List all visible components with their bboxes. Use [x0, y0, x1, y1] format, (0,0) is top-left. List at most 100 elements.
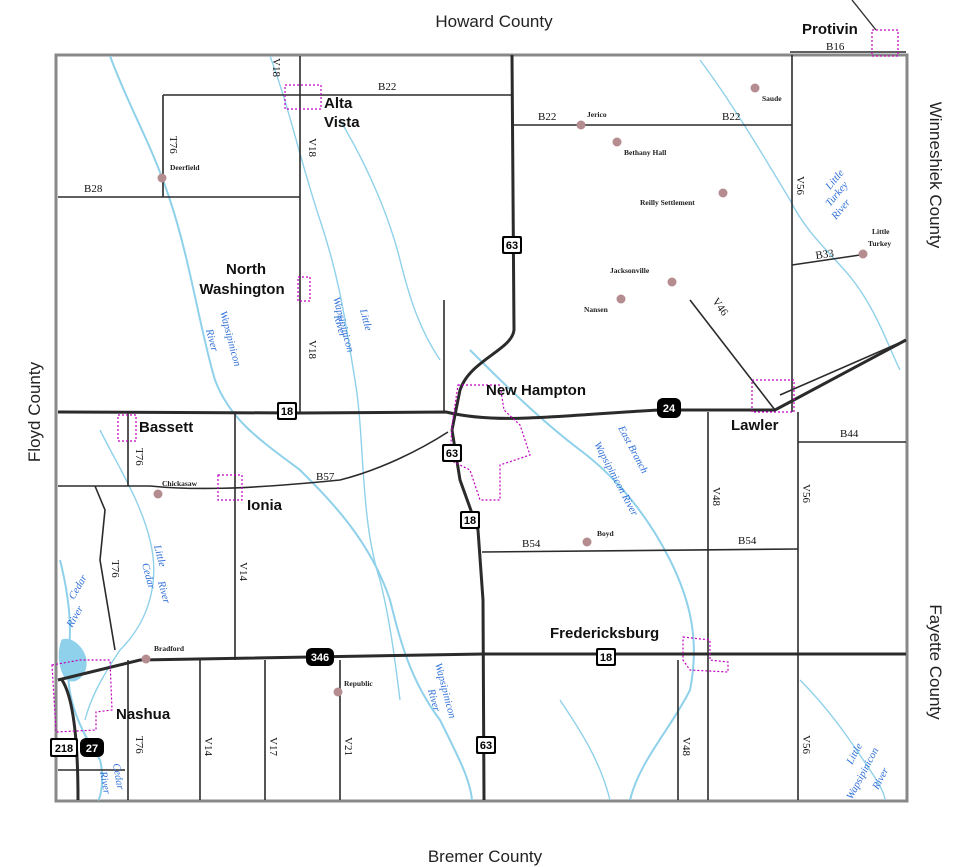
svg-text:18: 18 — [600, 652, 612, 664]
road-label-v14-a: V14 — [237, 562, 249, 581]
shield-us18-mid: 18 — [460, 511, 480, 529]
road-t76-south — [94, 485, 116, 651]
place-deerfield: Deerfield — [170, 163, 200, 172]
svg-text:63: 63 — [480, 740, 492, 752]
shield-us18-north: 18 — [277, 402, 297, 420]
river-label-cedar1-a: Cedar — [67, 572, 90, 601]
label-howard-county: Howard County — [435, 12, 553, 31]
road-label-v56-b: V56 — [800, 484, 812, 503]
river-little-wapsi-south — [799, 679, 886, 801]
town-washington: Washington — [199, 281, 284, 298]
river-label-wapsi-1: Wapsipinicon — [217, 310, 242, 368]
road-label-v21: V21 — [342, 737, 354, 756]
road-label-b57: B57 — [316, 471, 335, 483]
river-label-cedar2-a: Cedar — [110, 763, 126, 792]
svg-text:18: 18 — [464, 515, 476, 527]
town-bassett: Bassett — [139, 419, 193, 436]
place-republic: Republic — [344, 679, 373, 688]
protivin-leader-line — [851, 0, 877, 31]
road-label-v48-b: V48 — [680, 737, 692, 756]
town-alta: Alta — [324, 95, 353, 112]
hwy-us18-east-west — [57, 338, 907, 420]
dot-boyd — [582, 537, 592, 547]
road-b33 — [791, 254, 861, 266]
dot-bradford — [141, 654, 151, 664]
river-little-wapsi-branch — [339, 119, 441, 361]
road-label-v56-a: V56 — [794, 176, 806, 195]
place-nansen: Nansen — [584, 305, 609, 314]
place-turkey: Turkey — [868, 239, 891, 248]
road-label-v46: V46 — [710, 296, 731, 319]
place-boyd: Boyd — [597, 529, 615, 538]
road-label-t76-d: T76 — [133, 736, 145, 754]
shield-ia24: 24 — [657, 398, 681, 418]
town-new-hampton: New Hampton — [486, 382, 586, 399]
road-east-diag — [779, 339, 907, 396]
road-label-v18-c: V18 — [306, 340, 318, 359]
shield-ia27: 27 — [80, 738, 104, 757]
place-jerico: Jerico — [587, 110, 607, 119]
city-lawler — [751, 379, 795, 413]
town-north: North — [226, 261, 266, 278]
road-label-v17: V17 — [267, 737, 279, 756]
river-wapsipinicon — [109, 55, 473, 801]
city-bassett — [117, 414, 137, 442]
river-little-turkey — [699, 59, 901, 371]
town-ionia: Ionia — [247, 497, 283, 514]
road-label-t76-b: T76 — [133, 448, 145, 466]
place-saude: Saude — [762, 94, 782, 103]
city-nashua — [51, 659, 113, 733]
hwy-us63-north — [450, 54, 516, 431]
city-ionia — [217, 474, 243, 501]
river-little-cedar — [84, 429, 155, 721]
shield-us63-mid: 63 — [442, 444, 462, 462]
dot-saude — [750, 83, 760, 93]
label-winneshiek-county: Winneshiek County — [926, 102, 945, 249]
road-label-v18-a: V18 — [270, 58, 282, 77]
road-label-b16: B16 — [826, 41, 845, 53]
road-label-b28: B28 — [84, 183, 103, 195]
svg-text:346: 346 — [311, 652, 329, 664]
road-b54 — [481, 548, 799, 553]
place-bethany-hall: Bethany Hall — [624, 148, 666, 157]
place-dots — [141, 83, 868, 697]
river-little-wapsipinicon — [269, 55, 401, 701]
place-reilly-settlement: Reilly Settlement — [640, 198, 695, 207]
road-b57 — [58, 431, 449, 490]
town-vista: Vista — [324, 114, 360, 131]
road-label-v18-b: V18 — [306, 138, 318, 157]
town-lawler: Lawler — [731, 417, 779, 434]
river-label-cedar2-b: River — [97, 770, 112, 796]
road-label-v56-c: V56 — [800, 735, 812, 754]
label-floyd-county: Floyd County — [25, 361, 44, 462]
hwy-us218 — [60, 679, 80, 801]
place-jacksonville: Jacksonville — [610, 266, 650, 275]
dot-deerfield — [157, 173, 167, 183]
dot-chickasaw — [153, 489, 163, 499]
shield-us63-south: 63 — [476, 736, 496, 754]
svg-text:24: 24 — [663, 403, 676, 415]
river-south-mid — [559, 699, 611, 801]
label-bremer-county: Bremer County — [428, 847, 543, 866]
river-label-lwapsi-1: Little — [357, 307, 374, 333]
river-label-eastbranch-1: East Branch — [615, 423, 650, 475]
svg-text:18: 18 — [281, 406, 293, 418]
lake-nashua — [58, 638, 87, 682]
county-boundary — [54, 53, 909, 803]
roads — [58, 51, 907, 800]
road-label-t76-c: T76 — [109, 560, 121, 578]
dot-little-turkey — [858, 249, 868, 259]
dot-bethany-hall — [612, 137, 622, 147]
road-label-b54-a: B54 — [522, 538, 541, 550]
svg-text:218: 218 — [55, 743, 73, 755]
road-label-b22-a: B22 — [378, 81, 396, 93]
place-bradford: Bradford — [154, 644, 185, 653]
dot-reilly — [718, 188, 728, 198]
road-label-b44: B44 — [840, 428, 859, 440]
town-fredericksburg: Fredericksburg — [550, 625, 659, 642]
road-label-b54-b: B54 — [738, 535, 757, 547]
road-label-t76-a: T76 — [167, 136, 179, 154]
city-alta-vista — [284, 84, 322, 110]
dot-nansen — [616, 294, 626, 304]
